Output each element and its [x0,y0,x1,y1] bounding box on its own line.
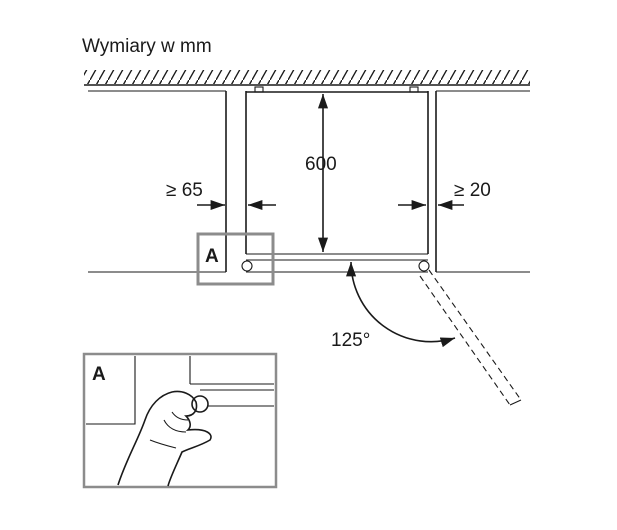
door-angle-arc [346,261,456,348]
diagram-title: Wymiary w mm [82,36,212,57]
depth-label: 600 [305,154,337,175]
opened-door [419,269,522,406]
detail-marker-box [196,232,275,286]
detail-panel: A [82,352,278,489]
left-cabinet [88,90,227,273]
left-gap-label: ≥ 65 [166,180,203,201]
hand-icon [117,390,212,487]
appliance-body [241,86,430,273]
detail-panel-label: A [92,364,106,385]
ceiling [84,70,530,86]
detail-marker-label: A [205,246,219,267]
door-angle-label: 125° [331,330,370,351]
right-gap-label: ≥ 20 [454,180,491,201]
